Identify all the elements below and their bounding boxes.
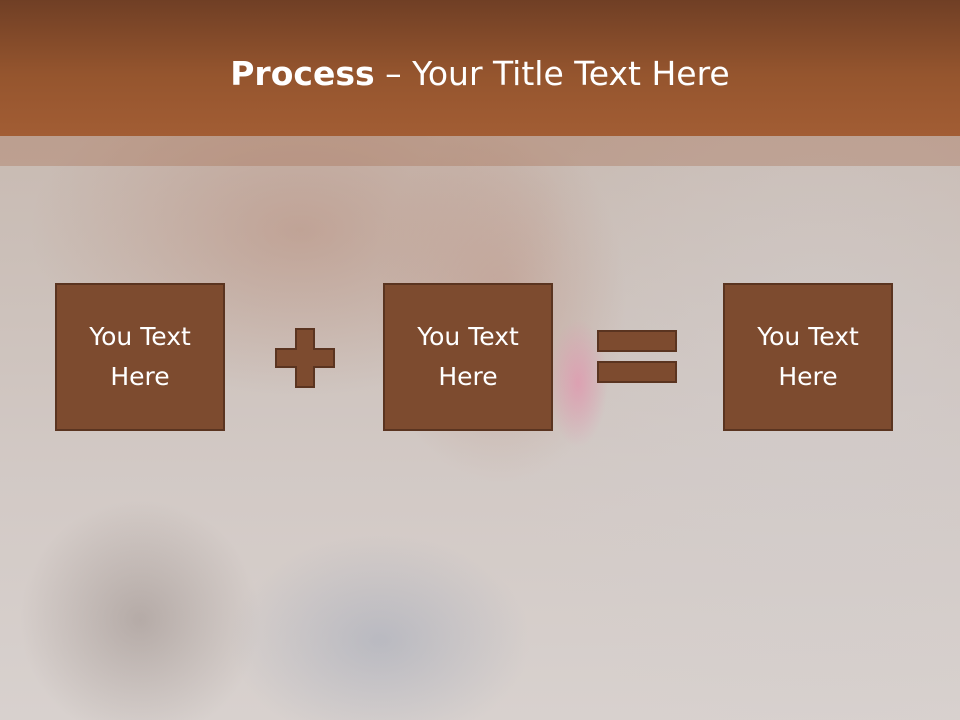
plus-icon xyxy=(275,328,335,388)
title-band xyxy=(0,136,960,166)
slide-title-bold: Process xyxy=(230,54,375,93)
process-box-2: You Text Here xyxy=(383,283,553,431)
title-bar xyxy=(0,0,960,136)
slide-title: Process – Your Title Text Here xyxy=(0,52,960,96)
process-box-3-text: You Text Here xyxy=(757,322,859,391)
slide-title-rest: – Your Title Text Here xyxy=(374,54,730,93)
equals-icon xyxy=(597,330,677,383)
process-box-1: You Text Here xyxy=(55,283,225,431)
process-box-2-text: You Text Here xyxy=(417,322,519,391)
process-box-1-text: You Text Here xyxy=(89,322,191,391)
process-box-3: You Text Here xyxy=(723,283,893,431)
